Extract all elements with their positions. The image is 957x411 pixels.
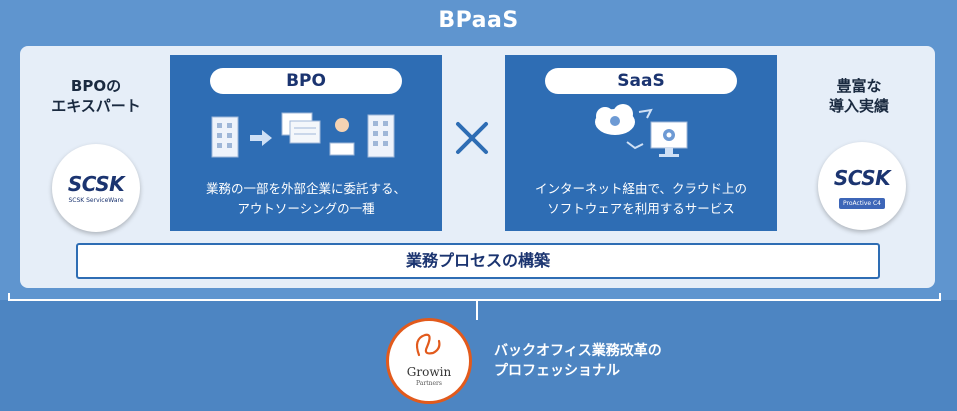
worker-laptop-icon (329, 118, 355, 156)
saas-panel: SaaS インターネット経由で、クラウド上の ソフトウェアを利用 (505, 55, 777, 231)
cross-icon (456, 122, 488, 154)
growin-desc-line1: バックオフィス業務改革の (494, 343, 662, 359)
inner-panel: BPOの エキスパート SCSK SCSK ServiceWare 豊富な 導入… (20, 46, 935, 288)
bpo-illustration (211, 112, 395, 158)
right-label: 豊富な 導入実績 (789, 76, 929, 116)
arrow-right-icon (250, 130, 272, 146)
refresh-arrows-icon (626, 108, 653, 150)
growin-mark-icon (415, 333, 441, 357)
saas-title: SaaS (545, 68, 737, 94)
right-logo-badge: ProActive C4 (839, 198, 885, 209)
saas-desc-line1: インターネット経由で、クラウド上の (534, 181, 747, 196)
growin-name: Growin (406, 365, 452, 379)
bracket-stem (476, 300, 478, 320)
bpo-desc-line1: 業務の一部を外部企業に委託する、 (205, 181, 406, 196)
right-logo-text: SCSK (833, 166, 891, 190)
growin-sub: Partners (416, 380, 442, 387)
scsk-proactive-logo: SCSK ProActive C4 (818, 142, 906, 230)
documents-icon (281, 112, 321, 144)
left-label-line2: エキスパート (51, 97, 141, 115)
right-label-line1: 豊富な (836, 77, 882, 95)
bpo-title: BPO (210, 68, 402, 94)
left-logo-sub: SCSK ServiceWare (68, 197, 124, 204)
right-label-line2: 導入実績 (828, 97, 889, 115)
bpo-description: 業務の一部を外部企業に委託する、 アウトソーシングの一種 (170, 179, 442, 219)
left-label-line1: BPOの (70, 77, 122, 95)
bpaas-title: BPaaS (438, 8, 519, 33)
left-label: BPOの エキスパート (26, 76, 166, 116)
monitor-gear-icon (650, 121, 688, 157)
bpo-panel: BPO (170, 55, 442, 231)
saas-illustration (595, 104, 688, 157)
saas-desc-line2: ソフトウェアを利用するサービス (547, 201, 735, 216)
building-icon (367, 114, 395, 158)
bracket-line (8, 293, 941, 301)
cloud-gear-icon (595, 104, 635, 135)
scsk-servicewere-logo: SCSK SCSK ServiceWare (52, 144, 140, 232)
growin-description: バックオフィス業務改革の プロフェッショナル (494, 341, 662, 381)
growin-desc-line2: プロフェッショナル (494, 363, 620, 379)
left-logo-text: SCSK (67, 172, 125, 196)
saas-description: インターネット経由で、クラウド上の ソフトウェアを利用するサービス (505, 179, 777, 219)
growin-partners-logo: Growin Partners (386, 318, 472, 404)
building-icon (211, 116, 239, 158)
bpo-desc-line2: アウトソーシングの一種 (237, 201, 375, 216)
process-bar: 業務プロセスの構築 (76, 243, 880, 279)
